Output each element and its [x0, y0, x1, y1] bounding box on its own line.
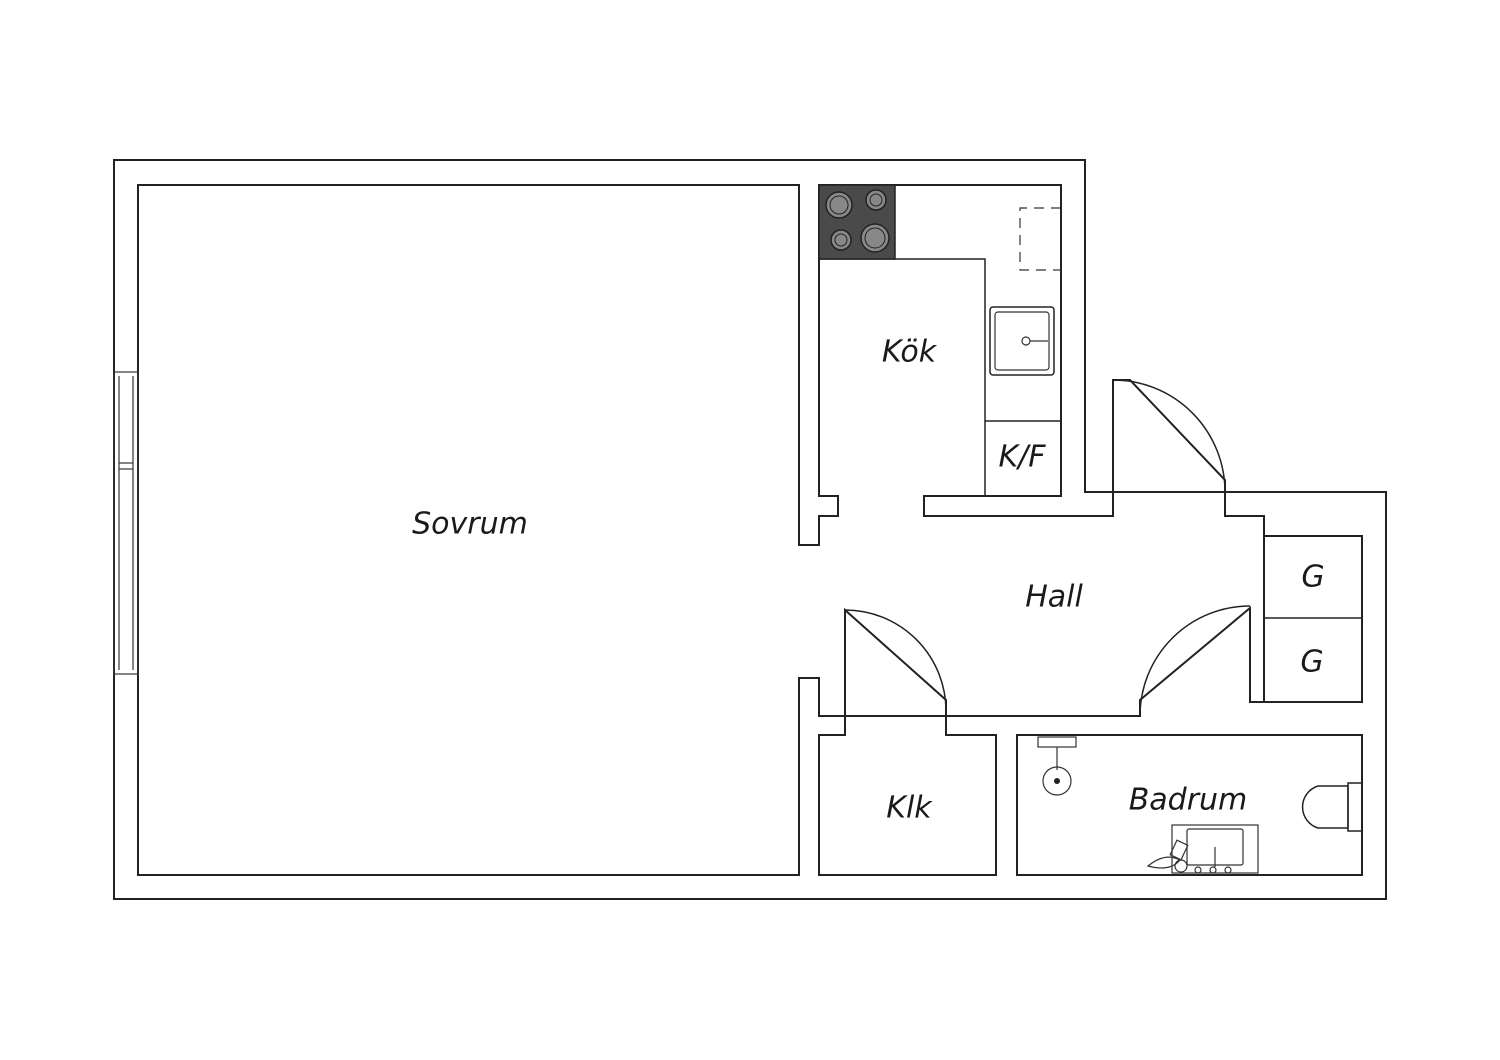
inner-wall: [818, 715, 997, 876]
room-label-badrum: Badrum: [1129, 783, 1248, 818]
window-icon: [113, 371, 139, 675]
door-icon: [1139, 605, 1251, 717]
room-label-sovrum: Sovrum: [412, 507, 528, 542]
washbasin-icon: [1146, 824, 1259, 874]
room-label-garderob-2: G: [1300, 645, 1323, 680]
stove-icon: [818, 184, 896, 260]
door-icon: [1112, 379, 1226, 496]
wardrobe-block: [1263, 535, 1363, 703]
room-label-kok: Kök: [882, 335, 938, 370]
room-label-klk: Klk: [886, 791, 933, 826]
outer-wall: [113, 159, 1387, 900]
room-label-kf: K/F: [998, 440, 1046, 475]
sink-icon: [989, 306, 1055, 376]
room-label-hall: Hall: [1025, 580, 1083, 615]
toilet-icon: [1301, 782, 1363, 832]
bathroom-wall: [1016, 734, 1363, 876]
cabinet-dashed: [1019, 207, 1061, 271]
room-label-garderob-1: G: [1301, 560, 1324, 595]
shower-icon: [1037, 736, 1077, 796]
door-icon: [844, 609, 947, 712]
